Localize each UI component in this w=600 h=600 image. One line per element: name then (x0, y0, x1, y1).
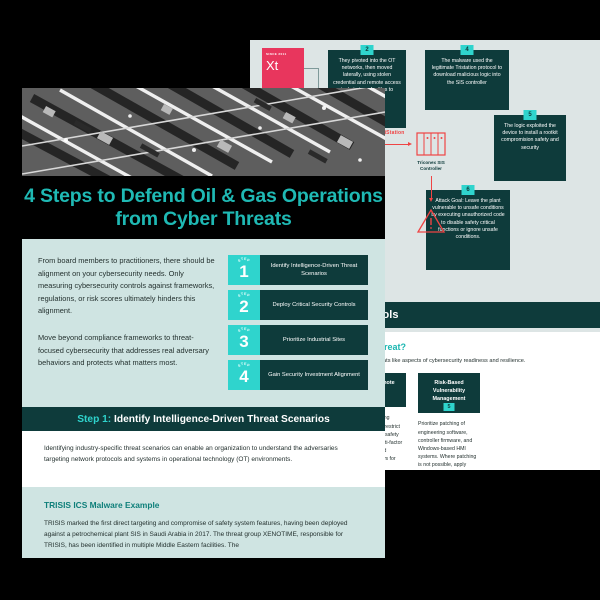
section-body-text: Identifying industry-specific threat sce… (44, 445, 338, 463)
step-label: Identify Intelligence-Driven Threat Scen… (260, 255, 368, 285)
page-title: 4 Steps to Defend Oil & Gas Operations f… (24, 184, 383, 230)
step-number-tile: STEP 1 (228, 255, 260, 285)
protocol-arrow-line (372, 144, 408, 145)
step-item-1[interactable]: STEP 1 Identify Intelligence-Driven Thre… (228, 255, 368, 285)
step-number-tile: STEP 2 (228, 290, 260, 320)
step-label: Deploy Critical Security Controls (260, 290, 368, 320)
step-band-title: Identify Intelligence-Driven Threat Scen… (114, 413, 330, 425)
step-label: Gain Security Investment Alignment (260, 360, 368, 390)
step-label: Prioritize Industrial Sites (260, 325, 368, 355)
control-number: 5 (443, 403, 455, 412)
step-section-band: Step 1: Identify Intelligence-Driven Thr… (22, 407, 385, 431)
step-band-prefix: Step 1: (77, 413, 112, 425)
kill-chain-card-6: 6 Attack Goal: Leave the plant vulnerabl… (426, 185, 510, 270)
section-body-block: Identifying industry-specific threat sce… (22, 431, 385, 487)
step-item-4[interactable]: STEP 4 Gain Security Investment Alignmen… (228, 360, 368, 390)
hero-title-container: 4 Steps to Defend Oil & Gas Operations f… (22, 176, 385, 239)
card-6-text: Attack Goal: Leave the plant vulnerable … (431, 198, 505, 241)
card-2-number: 2 (360, 45, 374, 55)
control-column: Risk-Based Vulnerability Management 5 Pr… (418, 373, 480, 470)
triconex-device-label: Triconex SIS Controller (417, 160, 445, 171)
card-5-number: 5 (523, 110, 537, 120)
example-block: TRISIS ICS Malware Example TRISIS marked… (22, 487, 385, 558)
origin-badge-eyebrow: SINCE 2011 (266, 52, 287, 56)
kill-chain-card-5: 5 The logic exploited the device to inst… (494, 110, 566, 181)
example-heading: TRISIS ICS Malware Example (44, 500, 160, 510)
step-item-3[interactable]: STEP 3 Prioritize Industrial Sites (228, 325, 368, 355)
origin-badge: SINCE 2011 Xt (262, 48, 304, 89)
kill-chain-card-4: 4 The malware used the legitimate Trista… (425, 45, 509, 110)
connector-badge (304, 68, 318, 69)
warning-triangle-icon (416, 208, 446, 234)
controls-subtext: orld-Class OT Cybersecurity can mitigate… (270, 358, 526, 364)
warning-arrow-head (428, 198, 433, 202)
step-number: 4 (239, 367, 249, 386)
control-title: Risk-Based Vulnerability Management (432, 380, 466, 403)
card-5-text: The logic exploited the device to instal… (501, 123, 559, 151)
step-number: 1 (239, 262, 249, 281)
front-page: 4 Steps to Defend Oil & Gas Operations f… (22, 88, 385, 558)
origin-badge-glyph: Xt (266, 58, 279, 73)
card-6-number: 6 (461, 185, 475, 195)
intro-paragraph-1: From board members to practitioners, the… (38, 256, 215, 316)
step-number: 2 (239, 297, 249, 316)
protocol-arrow-head (408, 142, 412, 146)
control-chip: Risk-Based Vulnerability Management 5 (418, 373, 480, 414)
warning-arrow-line (431, 176, 432, 198)
intro-section: From board members to practitioners, the… (22, 239, 385, 407)
intro-text: From board members to practitioners, the… (38, 255, 216, 407)
step-band-text: Step 1: Identify Intelligence-Driven Thr… (77, 414, 330, 425)
control-body: Prioritize patching of engineering softw… (418, 421, 477, 469)
step-item-2[interactable]: STEP 2 Deploy Critical Security Controls (228, 290, 368, 320)
intro-paragraph-2: Move beyond compliance frameworks to thr… (38, 332, 209, 368)
triconex-controller-icon (416, 132, 446, 156)
card-4-number: 4 (460, 45, 474, 55)
example-body: TRISIS marked the first direct targeting… (44, 520, 348, 549)
card-4-text: The malware used the legitimate Tristati… (431, 58, 503, 86)
step-number: 3 (239, 332, 249, 351)
step-number-tile: STEP 4 (228, 360, 260, 390)
tristation-protocol-label: TriStation (379, 130, 405, 136)
steps-list: STEP 1 Identify Intelligence-Driven Thre… (228, 255, 368, 407)
refinery-aerial-photo (22, 88, 385, 176)
step-number-tile: STEP 3 (228, 325, 260, 355)
